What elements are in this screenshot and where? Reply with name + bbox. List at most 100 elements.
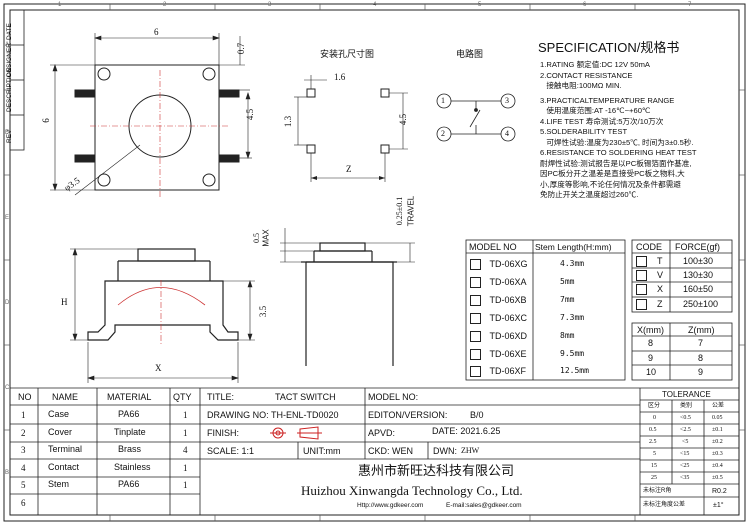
top-view	[74, 64, 240, 198]
ruler-top-1: 1	[58, 2, 62, 8]
bom-qty-header: QTY	[173, 392, 192, 402]
tolerance-value: ±0.1	[712, 427, 723, 433]
ruler-top-3: 3	[268, 2, 272, 8]
ckd-value: CKD: WEN	[368, 446, 413, 456]
bom-qty: 1	[183, 410, 188, 420]
edition-label: EDITON/VERSION:	[368, 410, 448, 420]
r-corner-value: R0.2	[712, 488, 727, 495]
ruler-side-c: C	[5, 385, 10, 391]
x-value: 10	[646, 367, 657, 377]
company-website[interactable]: Http://www.gdkeer.com	[357, 502, 424, 509]
checkbox[interactable]	[470, 366, 481, 377]
circuit-diagram	[436, 93, 516, 142]
dim-4-5-left: 4.5	[245, 108, 256, 121]
ruler-side-a: A	[5, 42, 10, 48]
dwn-label: DWN:	[433, 446, 457, 456]
ruler-top-4: 4	[373, 2, 377, 8]
ruler-top-2: 2	[163, 2, 167, 8]
angle-tolerance-value: ±1°	[713, 502, 724, 509]
stem-length: 9.5mm	[560, 349, 585, 358]
date-label: DATE	[6, 23, 13, 40]
bom-qty: 1	[183, 480, 188, 490]
company-name-en: Huizhou Xinwangda Technology Co., Ltd.	[301, 483, 523, 498]
r-corner-label: 未标注R角	[643, 488, 672, 494]
tolerance-value: 0.05	[712, 415, 723, 421]
bom-name: Cover	[48, 427, 73, 437]
spec-line: 可焊性试验:温度为230±5℃, 时间为3±0.5秒.	[540, 137, 694, 147]
checkbox[interactable]	[636, 256, 647, 267]
dim-4-5-right: 4.5	[398, 113, 409, 126]
install-hole-pattern	[294, 75, 408, 182]
x-value: 8	[648, 338, 654, 348]
company-name-cn: 惠州市新旺达科技有限公司	[358, 463, 515, 478]
stem-length: 7.3mm	[560, 313, 585, 322]
checkbox[interactable]	[636, 270, 647, 281]
bom-name: Case	[48, 409, 70, 419]
dim-0-7: 0.7	[236, 42, 247, 55]
bom-qty: 1	[183, 463, 188, 473]
force-value: 100±30	[683, 256, 713, 266]
spec-line: 5.SOLDERABILITY TEST	[540, 127, 628, 136]
bom-no: 6	[21, 498, 26, 508]
tolerance-from: 0.5	[649, 427, 657, 433]
spec-line: 2.CONTACT RESISTANCE	[540, 70, 633, 80]
x-header: X(mm)	[637, 325, 664, 335]
dwn-value: ZHW	[461, 446, 480, 455]
force-header: FORCE(gf)	[675, 242, 720, 252]
bom-material: Brass	[118, 444, 142, 454]
force-row: X	[636, 284, 663, 295]
company-email[interactable]: E-mail:sales@gdkeer.com	[446, 502, 522, 509]
model-header: MODEL NO	[469, 242, 517, 252]
tolerance-to: <5	[682, 439, 689, 445]
side-view-right	[301, 242, 397, 366]
tolerance-from: 25	[651, 475, 657, 481]
bom-material: PA66	[118, 409, 140, 419]
tolerance-to: <2.5	[680, 427, 691, 433]
checkbox[interactable]	[470, 331, 481, 342]
revision-block	[9, 9, 25, 151]
bom-no: 5	[21, 480, 26, 490]
date-value: DATE: 2021.6.25	[432, 426, 501, 436]
z-header: Z(mm)	[688, 325, 715, 335]
ruler-side-f: F	[5, 130, 9, 136]
z-value: 7	[698, 338, 704, 348]
model-row: TD-06XF	[470, 366, 526, 377]
stem-length: 12.5mm	[560, 366, 589, 375]
bom-name-header: NAME	[52, 392, 79, 402]
force-row: V	[636, 270, 663, 281]
bom-qty: 4	[183, 445, 188, 455]
dim-max: MAX	[261, 229, 271, 247]
bom-material-header: MATERIAL	[107, 392, 152, 402]
stem-length: 7mm	[560, 295, 575, 304]
checkbox[interactable]	[470, 259, 481, 270]
checkbox[interactable]	[636, 284, 647, 295]
checkbox[interactable]	[470, 349, 481, 360]
dim-3-5: 3.5	[258, 305, 269, 318]
model-row: TD-06XB	[470, 295, 527, 306]
checkbox[interactable]	[470, 313, 481, 324]
apvd-label: APVD:	[368, 428, 396, 438]
angle-tolerance-label: 未标注角度公差	[643, 502, 686, 508]
force-row: Z	[636, 299, 663, 310]
checkbox[interactable]	[636, 299, 647, 310]
pin-2-label: 2	[441, 129, 445, 138]
pin-4-label: 4	[505, 129, 509, 138]
checkbox[interactable]	[470, 295, 481, 306]
title-label: TITLE:	[207, 392, 235, 402]
checkbox[interactable]	[470, 277, 481, 288]
dim-0-5: 0.5	[252, 233, 261, 243]
dim-width-6: 6	[154, 27, 159, 37]
x-value: 9	[648, 353, 654, 363]
dim-travel: TRAVEL	[406, 195, 416, 227]
pin-1-label: 1	[441, 96, 445, 105]
dim-0-25: 0.25±0.1	[395, 196, 405, 226]
unit-value: UNIT:mm	[303, 446, 341, 456]
spec-line: 因PC板分开之温差是直接受PC板之物料,大	[540, 169, 685, 178]
spec-list: 1.RATING 额定值:DC 12V 50mA 2.CONTACT RESIS…	[540, 60, 745, 201]
bom-no: 4	[21, 463, 26, 473]
projection-symbol	[270, 426, 322, 440]
sheet-border	[9, 9, 740, 516]
z-value: 8	[698, 353, 704, 363]
tolerance-value: ±0.2	[712, 439, 723, 445]
